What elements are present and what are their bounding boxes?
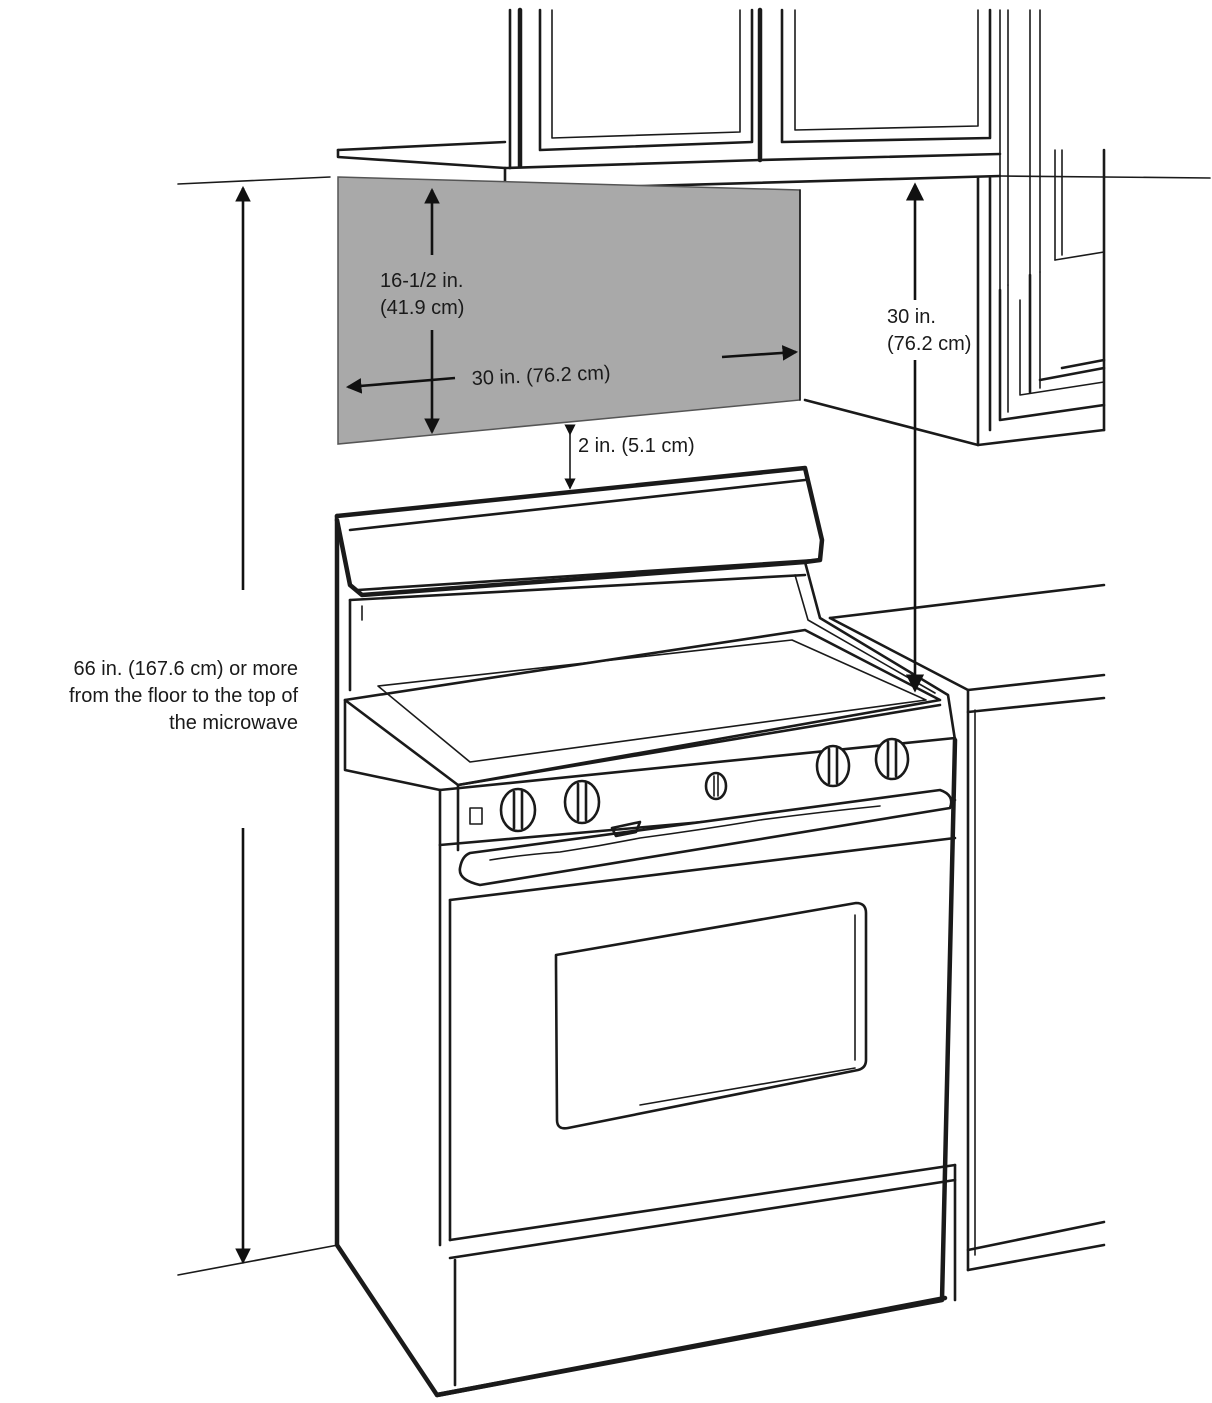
cooktop-clearance-label-2: (76.2 cm) xyxy=(887,333,971,355)
knob-4 xyxy=(815,744,851,788)
floor-height-label-2: from the floor to the top of xyxy=(69,685,298,707)
microwave-height-label-1: 16-1/2 in. xyxy=(380,270,463,292)
floor-height-label-1: 66 in. (167.6 cm) or more xyxy=(73,658,298,680)
floor-height-label-3: the microwave xyxy=(169,712,298,734)
dimension-labels: 16-1/2 in. (41.9 cm) 30 in. (76.2 cm) 2 … xyxy=(69,270,971,734)
cooktop-clearance-label-1: 30 in. xyxy=(887,306,936,328)
upper-cabinets xyxy=(177,7,1211,291)
knob-3 xyxy=(704,771,728,801)
side-wall-cabinet xyxy=(803,148,1106,447)
knob-2 xyxy=(563,779,601,825)
clearance-label: 2 in. (5.1 cm) xyxy=(578,435,695,457)
range xyxy=(334,465,958,1398)
width-arrow-right xyxy=(721,345,799,361)
floor-line xyxy=(177,1244,339,1276)
microwave-height-label-2: (41.9 cm) xyxy=(380,297,464,319)
range-knobs xyxy=(499,737,910,833)
base-cabinet xyxy=(966,709,1106,1272)
dimension-lines xyxy=(235,182,925,1265)
knob-5 xyxy=(874,737,910,781)
knob-1 xyxy=(499,787,537,833)
width-arrow-left xyxy=(345,376,456,394)
